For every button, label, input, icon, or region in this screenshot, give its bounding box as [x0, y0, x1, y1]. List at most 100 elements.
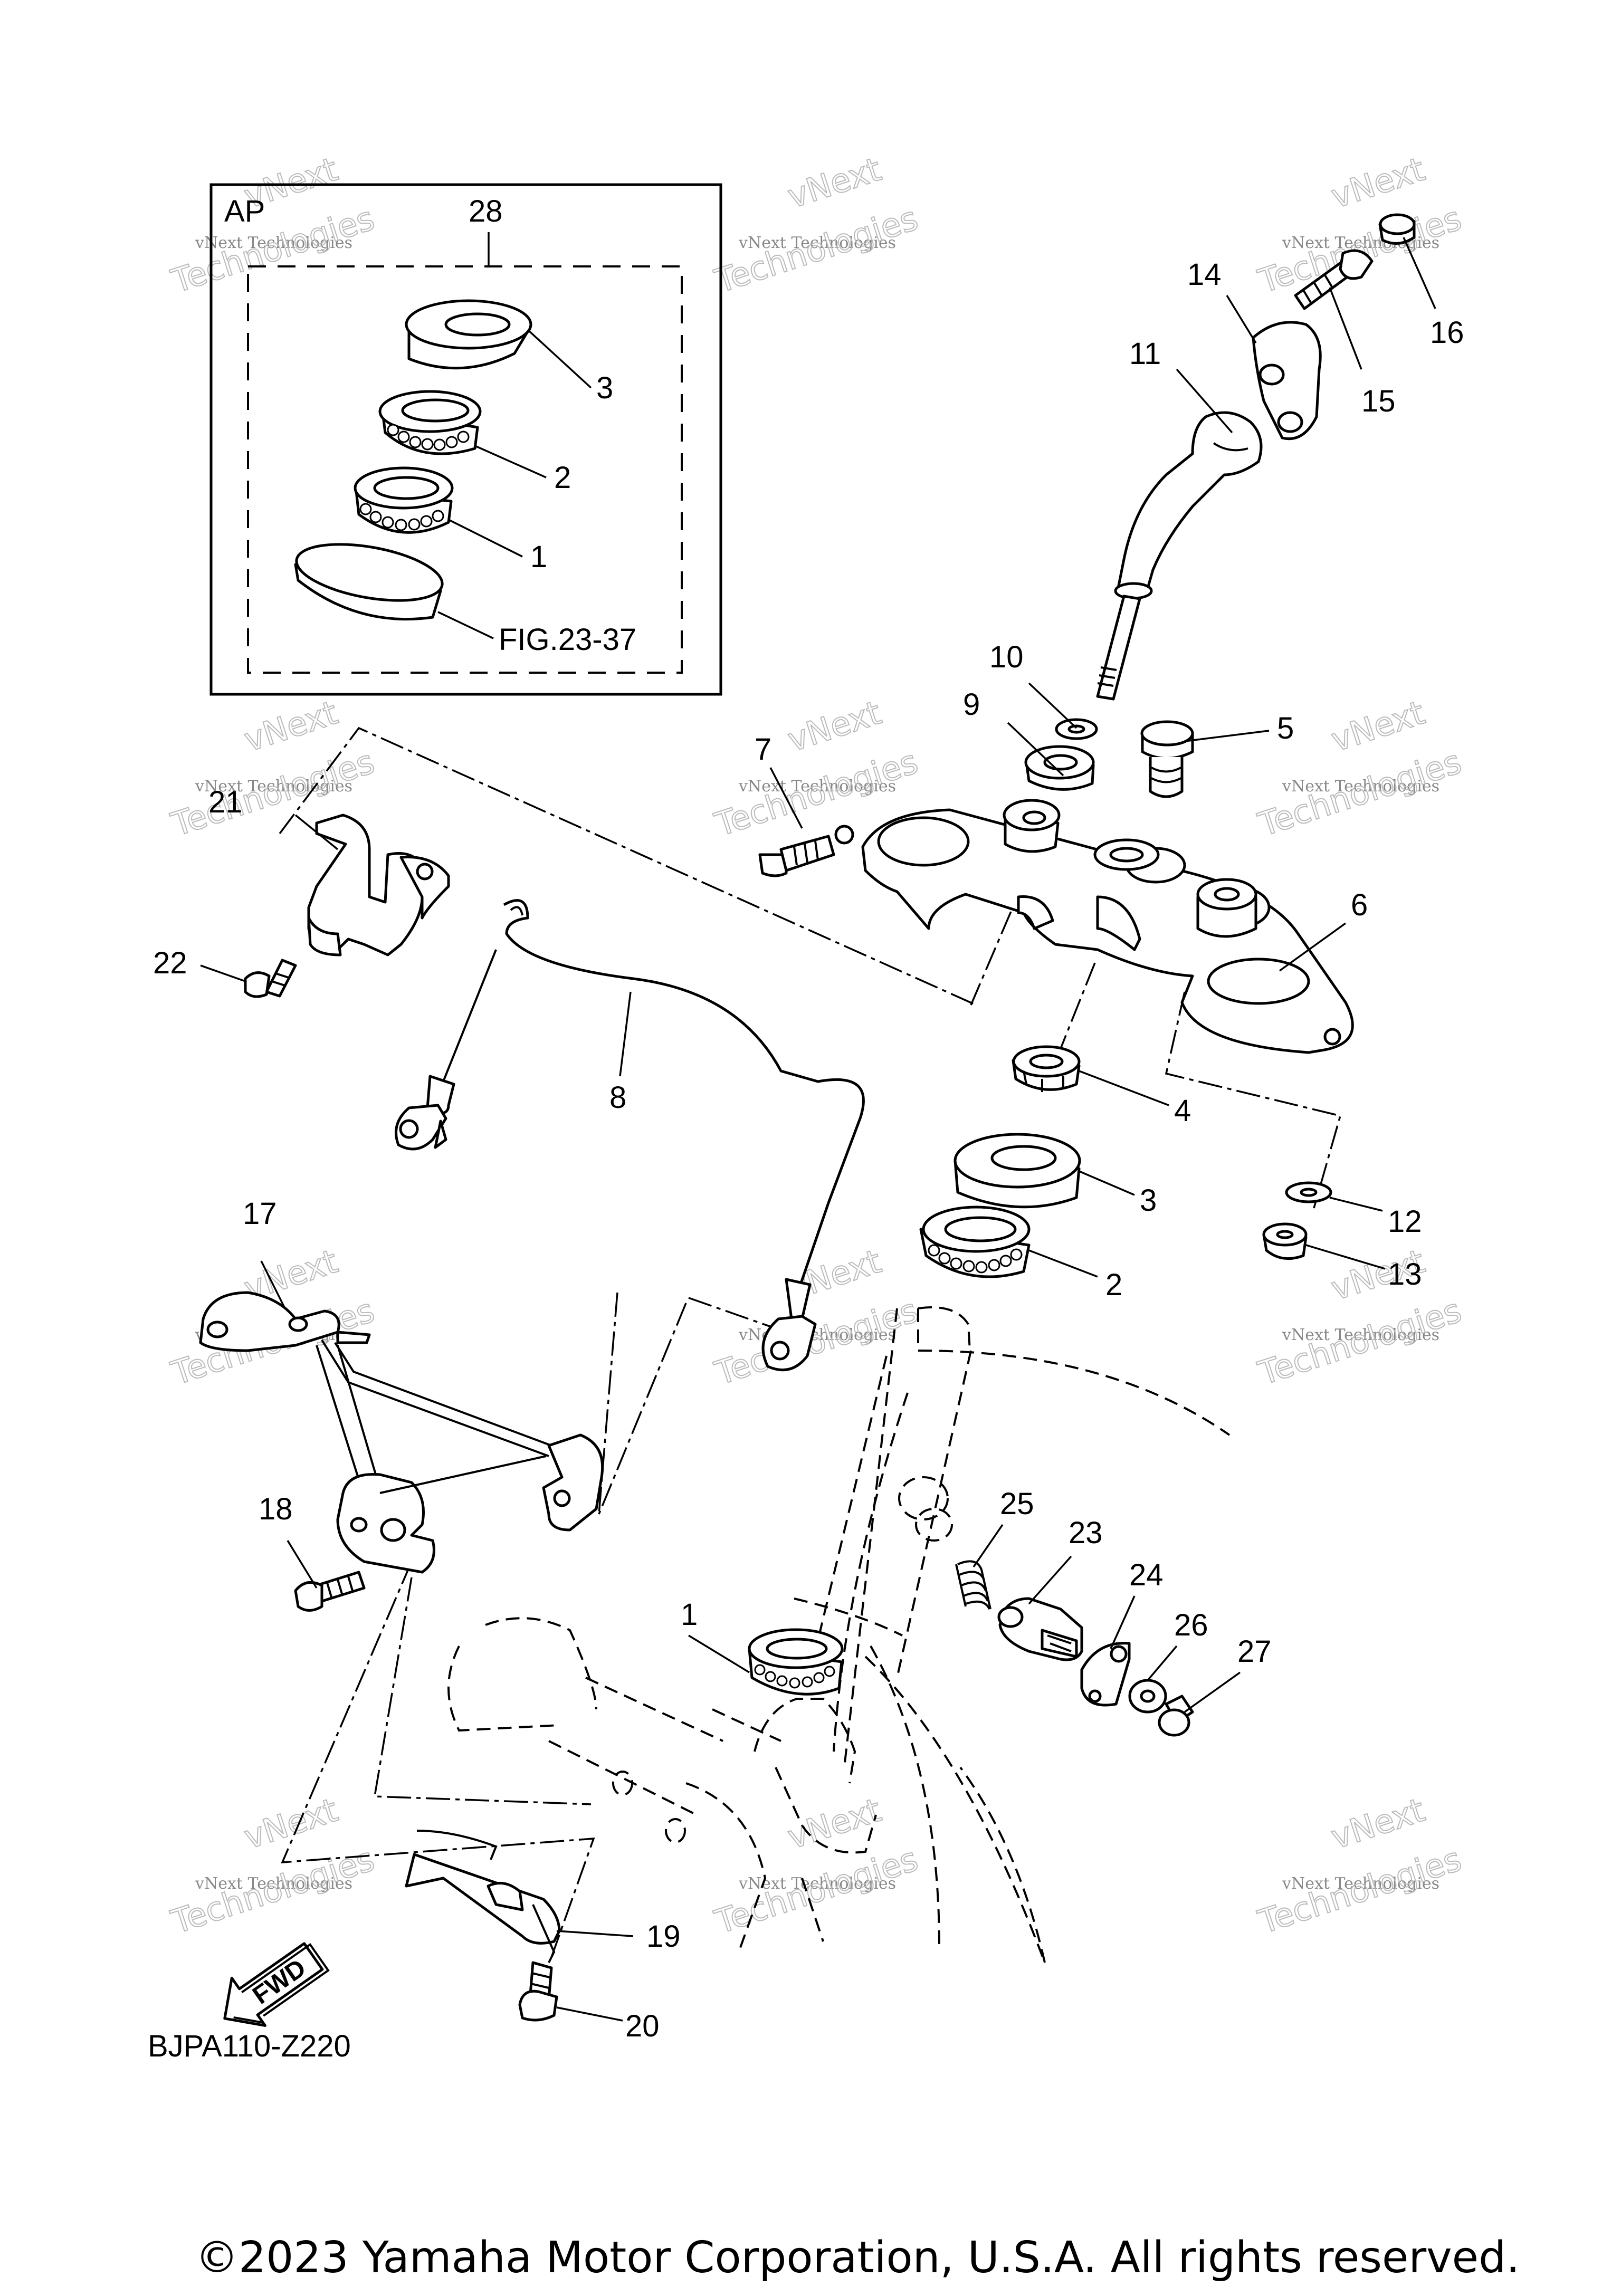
- nut-reference-line: [1165, 991, 1342, 1209]
- svg-text:vNext: vNext: [783, 1791, 886, 1857]
- kit-dust-seal: [294, 543, 444, 621]
- svg-text:vNext Technologies: vNext Technologies: [1282, 1326, 1439, 1344]
- kit-number: 28: [469, 194, 503, 228]
- nut-part-13: [1262, 1222, 1308, 1260]
- svg-text:vNext Technologies: vNext Technologies: [738, 777, 896, 796]
- bracket-reference-line: [279, 726, 977, 1006]
- cable-part-8: [395, 899, 865, 1372]
- callout-12: 12: [1388, 1204, 1422, 1239]
- svg-text:vNext Technologies: vNext Technologies: [195, 777, 352, 796]
- svg-text:vNext Technologies: vNext Technologies: [195, 234, 352, 252]
- svg-text:vNext Technologies: vNext Technologies: [1282, 777, 1439, 796]
- callout-25: 25: [1000, 1487, 1034, 1521]
- callout-4: 4: [1174, 1094, 1191, 1128]
- leader-lines: [200, 237, 1436, 2022]
- bolt-part-20: [518, 1961, 558, 2022]
- bracket-aux-line: [373, 1577, 592, 1805]
- lock-washer: [1093, 838, 1160, 871]
- callout-26: 26: [1174, 1608, 1208, 1642]
- callout-22: 22: [153, 946, 187, 980]
- svg-text:vNext Technologies: vNext Technologies: [195, 1874, 352, 1893]
- svg-text:vNext: vNext: [1327, 693, 1429, 759]
- steering-stem-assembly: [447, 1306, 972, 1953]
- switch-part-23: [997, 1597, 1083, 1661]
- bolt-part-7: [758, 825, 854, 877]
- callout-16: 16: [1430, 315, 1464, 350]
- bolt-part-22: [244, 959, 297, 998]
- pin-part-27: [1158, 1695, 1194, 1737]
- nut-part-4: [1012, 1045, 1081, 1092]
- callout-11: 11: [1129, 337, 1161, 371]
- callout-6: 6: [1351, 888, 1368, 922]
- washer-part-12: [1285, 1181, 1332, 1203]
- callout-21: 21: [208, 785, 243, 819]
- watermark: vNext vNext Technologies Technologies: [166, 149, 379, 301]
- callout-7: 7: [755, 732, 771, 767]
- bearing-kit-inset: AP 28: [209, 183, 722, 696]
- callout-19: 19: [646, 1919, 681, 1954]
- svg-text:vNext Technologies: vNext Technologies: [738, 234, 896, 252]
- kit-dashed-box: [247, 265, 683, 674]
- watermark: vNext vNext Technologies Technologies: [1253, 1790, 1466, 1942]
- washer-part-26: [1128, 1679, 1167, 1714]
- callout-2: 2: [1105, 1268, 1122, 1302]
- svg-text:vNext: vNext: [783, 693, 886, 759]
- figure-reference: FIG.23-37: [499, 623, 636, 657]
- bolt-part-5: [1140, 720, 1194, 798]
- svg-text:vNext: vNext: [1327, 1791, 1429, 1857]
- clip-part-19: [405, 1830, 561, 1963]
- kit-upper-bearing: [378, 390, 482, 455]
- cable-down-line: [598, 1303, 687, 1515]
- callout-1: 1: [681, 1597, 698, 1632]
- washer-part-9: [1024, 745, 1095, 791]
- diagram-code: BJPA110-Z220: [148, 2029, 351, 2063]
- bracket-to-clip-line: [281, 1561, 595, 1958]
- frame-outline: [833, 1308, 1231, 1963]
- bearing-reference-line: [1057, 962, 1096, 1056]
- bolt-part-18: [294, 1571, 366, 1612]
- svg-text:vNext Technologies: vNext Technologies: [1282, 1874, 1439, 1893]
- kit-callout-3: 3: [596, 371, 613, 405]
- svg-text:vNext: vNext: [240, 693, 342, 759]
- handlebar-part-11: [1096, 411, 1263, 701]
- svg-text:vNext: vNext: [240, 1791, 342, 1857]
- callout-23: 23: [1069, 1516, 1103, 1550]
- callout-18: 18: [259, 1492, 293, 1526]
- watermark: vNext vNext Technologies Technologies: [166, 1790, 379, 1942]
- svg-text:vNext: vNext: [1327, 150, 1429, 216]
- callout-27: 27: [1237, 1634, 1272, 1669]
- watermark: vNext vNext Technologies Technologies: [1253, 1241, 1466, 1393]
- upper-bearing-part-2: [919, 1206, 1031, 1278]
- callout-14: 14: [1187, 257, 1222, 292]
- kit-bearing-race-cover: [405, 299, 532, 370]
- callout-15: 15: [1361, 384, 1396, 418]
- callout-13: 13: [1388, 1257, 1422, 1292]
- bracket-part-21: [307, 814, 450, 956]
- callout-5: 5: [1277, 711, 1294, 745]
- svg-text:vNext: vNext: [783, 150, 886, 216]
- inset-code: AP: [224, 194, 265, 228]
- cap-part-16: [1378, 213, 1416, 245]
- plate-part-24: [1080, 1642, 1131, 1707]
- bracket-part-17: [199, 1291, 604, 1574]
- callout-17: 17: [243, 1197, 277, 1231]
- forward-direction-arrow: FWD: [223, 1942, 330, 2027]
- callout-3: 3: [1140, 1183, 1157, 1218]
- watermark: vNext vNext Technologies Technologies: [710, 149, 923, 301]
- callout-labels: 1 2 3 4 5 6 7 8 9 10 11 12 13 14 15 16 1…: [153, 257, 1464, 2043]
- callout-9: 9: [963, 687, 980, 722]
- callout-20: 20: [625, 2009, 660, 2043]
- inset-frame: [209, 183, 722, 696]
- callout-8: 8: [609, 1080, 626, 1115]
- kit-leaders: [437, 329, 592, 639]
- kit-callout-2: 2: [554, 461, 571, 495]
- race-cover-part-3: [953, 1133, 1081, 1209]
- washer-part-10: [1055, 718, 1098, 740]
- copyright-notice: ©2023 Yamaha Motor Corporation, U.S.A. A…: [195, 2233, 1520, 2283]
- kit-lower-bearing: [354, 466, 454, 534]
- handlebar-holder-part-14: [1252, 321, 1322, 441]
- kit-callout-1: 1: [530, 540, 547, 574]
- lower-bearing-part-1: [748, 1628, 844, 1696]
